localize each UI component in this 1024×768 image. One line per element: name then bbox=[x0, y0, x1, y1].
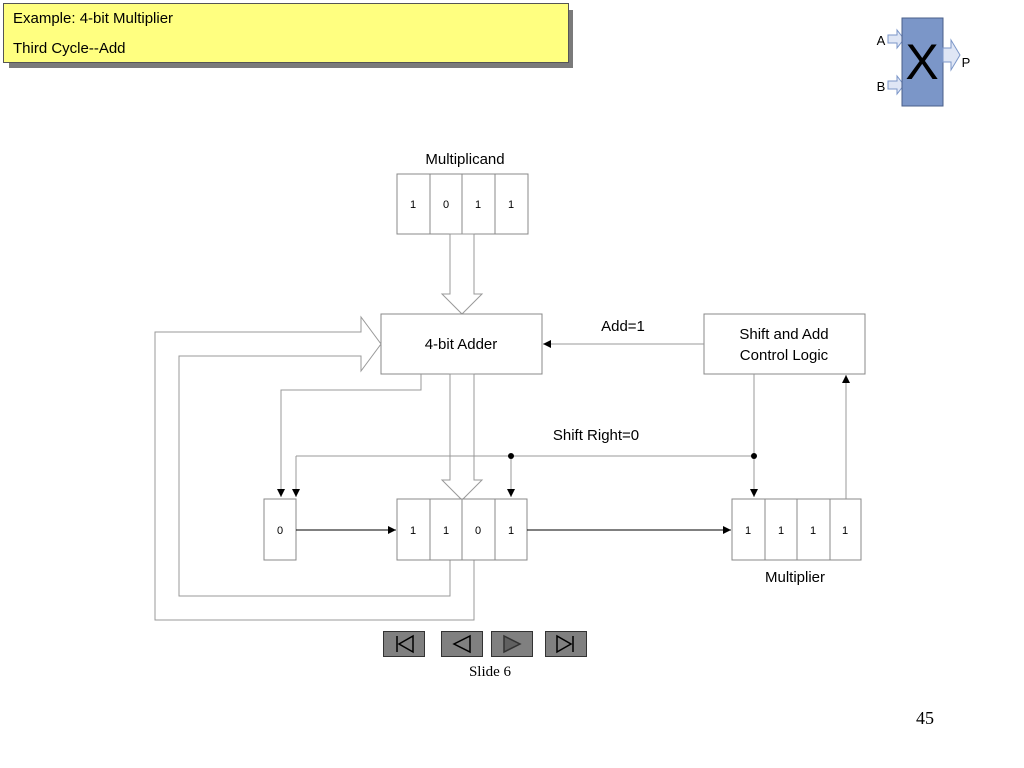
junction-dot bbox=[508, 453, 514, 459]
multiplier-label: Multiplier bbox=[765, 569, 825, 586]
register-cell bbox=[494, 173, 529, 235]
bit-value: 0 bbox=[277, 525, 283, 537]
carry-register bbox=[263, 498, 297, 561]
logo-input-b-arrow bbox=[887, 74, 905, 96]
register-cell bbox=[396, 498, 431, 561]
logo-input-a-arrow bbox=[887, 28, 905, 50]
multiplier-logo: A B X P bbox=[877, 17, 971, 107]
register-cell bbox=[829, 498, 862, 561]
logo-symbol: X bbox=[905, 34, 938, 90]
bit-value: 1 bbox=[443, 525, 449, 537]
next-slide-button[interactable] bbox=[491, 631, 533, 657]
slide-title: Example: 4-bit Multiplier bbox=[13, 10, 174, 27]
register-cell bbox=[461, 498, 496, 561]
junction-dot bbox=[751, 453, 757, 459]
title-box: Example: 4-bit Multiplier Third Cycle--A… bbox=[3, 3, 569, 63]
logo-output-label: P bbox=[962, 55, 971, 70]
adder-label: 4-bit Adder bbox=[425, 336, 498, 353]
feedback-loop-arrow bbox=[154, 315, 475, 621]
logo-output-arrow bbox=[942, 38, 961, 72]
logo-input-a-label: A bbox=[877, 33, 886, 48]
register-cell bbox=[494, 498, 528, 561]
play-right-icon bbox=[503, 634, 522, 654]
last-slide-button[interactable] bbox=[545, 631, 587, 657]
adder-to-product-arrow bbox=[440, 373, 484, 501]
shift-signal-label: Shift Right=0 bbox=[553, 427, 639, 444]
previous-slide-button[interactable] bbox=[441, 631, 483, 657]
logo-block bbox=[901, 17, 944, 107]
bit-value: 1 bbox=[410, 199, 416, 211]
bit-value: 1 bbox=[508, 525, 514, 537]
register-cell bbox=[429, 498, 463, 561]
skip-to-start-icon bbox=[396, 634, 414, 654]
carry-out-line bbox=[277, 374, 422, 497]
multiplicand-register: 1 0 1 1 bbox=[396, 173, 529, 235]
register-cell bbox=[796, 498, 831, 561]
register-cell bbox=[461, 173, 496, 235]
bit-value: 1 bbox=[778, 525, 784, 537]
multiplicand-label: Multiplicand bbox=[425, 151, 504, 168]
register-cell bbox=[731, 498, 766, 561]
page-number: 45 bbox=[916, 708, 934, 728]
play-left-icon bbox=[452, 634, 471, 654]
register-cell bbox=[396, 173, 431, 235]
register-cell bbox=[429, 173, 463, 235]
bit-value: 0 bbox=[443, 199, 449, 211]
add-signal-label: Add=1 bbox=[601, 318, 645, 335]
bit-value: 0 bbox=[475, 525, 481, 537]
bit-value: 1 bbox=[842, 525, 848, 537]
control-logic-block bbox=[703, 313, 866, 375]
bit-value: 1 bbox=[410, 525, 416, 537]
control-label-line2: Control Logic bbox=[740, 347, 829, 364]
first-slide-button[interactable] bbox=[383, 631, 425, 657]
bit-value: 1 bbox=[745, 525, 751, 537]
logo-input-b-label: B bbox=[877, 79, 886, 94]
slide-label: Slide 6 bbox=[468, 664, 512, 680]
multiplier-register: 1 1 1 1 bbox=[731, 498, 862, 561]
product-register: 1 1 0 1 bbox=[396, 498, 528, 561]
slide-subtitle: Third Cycle--Add bbox=[13, 40, 126, 57]
bit-value: 1 bbox=[810, 525, 816, 537]
skip-to-end-icon bbox=[556, 634, 574, 654]
bit-value: 1 bbox=[508, 199, 514, 211]
control-label-line1: Shift and Add bbox=[739, 326, 828, 343]
bit-value: 1 bbox=[475, 199, 481, 211]
multiplicand-to-adder-arrow bbox=[440, 233, 484, 315]
